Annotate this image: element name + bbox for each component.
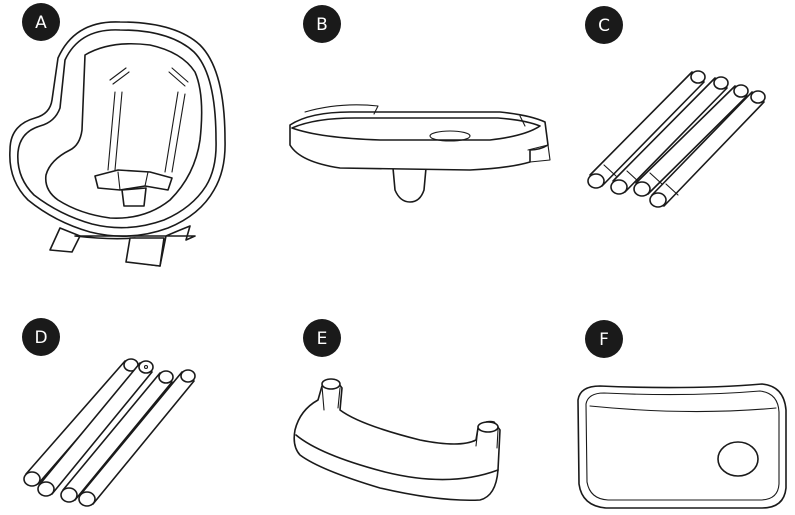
badge-f-label: F <box>599 330 609 350</box>
footrest-illustration <box>294 379 500 500</box>
badge-b-label: B <box>316 15 328 35</box>
badge-f: F <box>585 320 623 358</box>
badge-d: D <box>22 318 60 356</box>
part-d-lower-legs: D <box>22 318 195 506</box>
part-a-seat: A <box>10 3 225 266</box>
part-e-footrest: E <box>294 319 500 500</box>
upper-legs-illustration <box>588 71 765 207</box>
tray-insert-illustration <box>578 384 786 508</box>
badge-a-label: A <box>35 13 47 33</box>
badge-c: C <box>585 6 623 44</box>
lower-legs-illustration <box>24 359 195 506</box>
badge-c-label: C <box>598 16 610 36</box>
part-b-front-tray: B <box>290 5 550 202</box>
seat-illustration <box>10 22 225 266</box>
badge-e-label: E <box>317 329 328 349</box>
badge-e: E <box>303 319 341 357</box>
tray-illustration <box>290 105 550 202</box>
badge-d-label: D <box>34 328 47 348</box>
badge-b: B <box>303 5 341 43</box>
part-c-upper-legs: C <box>585 6 765 207</box>
part-f-tray-insert: F <box>578 320 786 508</box>
badge-a: A <box>22 3 60 41</box>
